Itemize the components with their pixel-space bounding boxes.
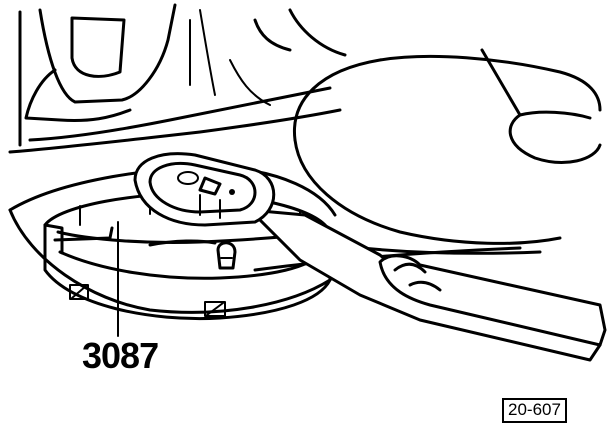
figure-reference-label: 20-607 (502, 398, 567, 423)
tool-number-label: 3087 (82, 335, 159, 376)
ratchet-wrench (133, 152, 607, 362)
body-panel (8, 3, 347, 154)
spare-wheel-disc (229, 48, 602, 272)
